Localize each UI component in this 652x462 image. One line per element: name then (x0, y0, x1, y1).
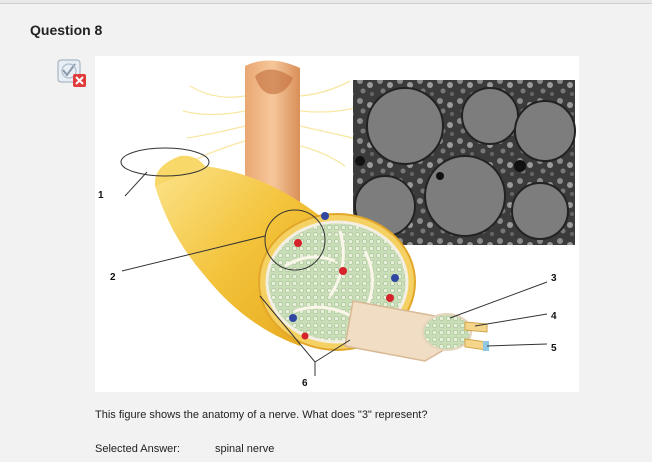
question-text: This figure shows the anatomy of a nerve… (95, 409, 428, 421)
callout-label-1: 1 (98, 190, 104, 201)
selected-answer-value: spinal nerve (215, 443, 275, 455)
nerve-anatomy-figure: 1 2 3 4 5 6 (95, 56, 579, 392)
selected-answer-label: Selected Answer: (95, 443, 180, 455)
incorrect-check-icon (57, 58, 87, 88)
callout-label-5: 5 (551, 343, 557, 354)
fascicle-extension (344, 300, 489, 362)
callout-label-4: 4 (551, 311, 557, 322)
micrograph-inset (353, 80, 576, 245)
callout-label-3: 3 (551, 273, 557, 284)
callout-label-2: 2 (110, 272, 116, 283)
question-title: Question 8 (30, 22, 103, 38)
callout-label-6: 6 (302, 378, 308, 389)
callout-lines (120, 147, 548, 376)
top-divider (0, 0, 652, 4)
spinal-cord-illustration (182, 60, 356, 210)
